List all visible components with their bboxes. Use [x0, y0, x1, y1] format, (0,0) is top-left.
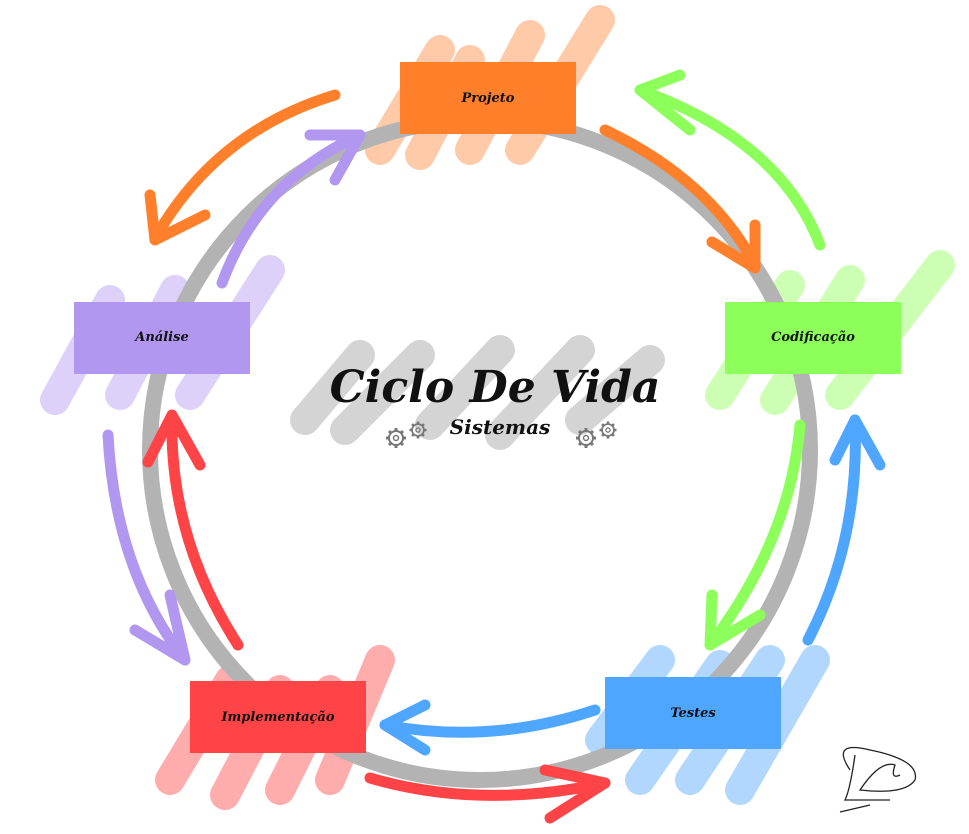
- arrow-red-outer-head: [539, 764, 611, 824]
- cycle-arrows: [102, 69, 886, 824]
- title-brush: [290, 335, 665, 450]
- signature-mark: [839, 746, 917, 813]
- arrow-purple-inner: [216, 129, 366, 289]
- arrow-green-inner: [704, 419, 806, 651]
- diagram-title: Ciclo De Vida: [330, 362, 661, 413]
- arrow-green-inner-head: [704, 589, 766, 651]
- arrow-orange-inner: [599, 124, 761, 271]
- phase-label-projeto: Projeto: [461, 91, 515, 106]
- phase-label-analise: Análise: [133, 330, 188, 345]
- arrow-orange-inner-head: [706, 219, 761, 274]
- phase-analise: Análise: [74, 302, 250, 374]
- arrow-blue-outer-head: [829, 414, 886, 471]
- gears-icon: [384, 420, 428, 450]
- arrow-blue-inner: [379, 704, 601, 738]
- arrow-orange-outer: [154, 89, 341, 236]
- phase-label-implementacao: Implementação: [220, 710, 334, 725]
- arrow-green-outer-head: [634, 69, 696, 136]
- phase-implementacao: Implementação: [190, 681, 366, 753]
- phase-codificacao: Codificação: [725, 302, 901, 374]
- arrow-orange-outer-head: [144, 189, 211, 246]
- arrow-green-outer: [634, 84, 826, 251]
- arrow-purple-inner-head: [304, 129, 366, 186]
- phase-label-testes: Testes: [670, 706, 716, 721]
- arrow-blue-outer: [802, 414, 861, 646]
- arrow-purple-outer-head: [129, 589, 191, 666]
- arrow-red-inner-head: [142, 409, 206, 471]
- phase-projeto: Projeto: [400, 62, 576, 134]
- diagram-subtitle: Sistemas: [450, 415, 551, 439]
- phase-label-codificacao: Codificação: [771, 330, 855, 345]
- phase-testes: Testes: [605, 677, 781, 749]
- arrow-purple-outer: [102, 429, 191, 666]
- arrow-blue-inner-head: [379, 699, 431, 756]
- arrow-red-inner: [166, 414, 244, 651]
- arrow-red-outer: [364, 772, 611, 801]
